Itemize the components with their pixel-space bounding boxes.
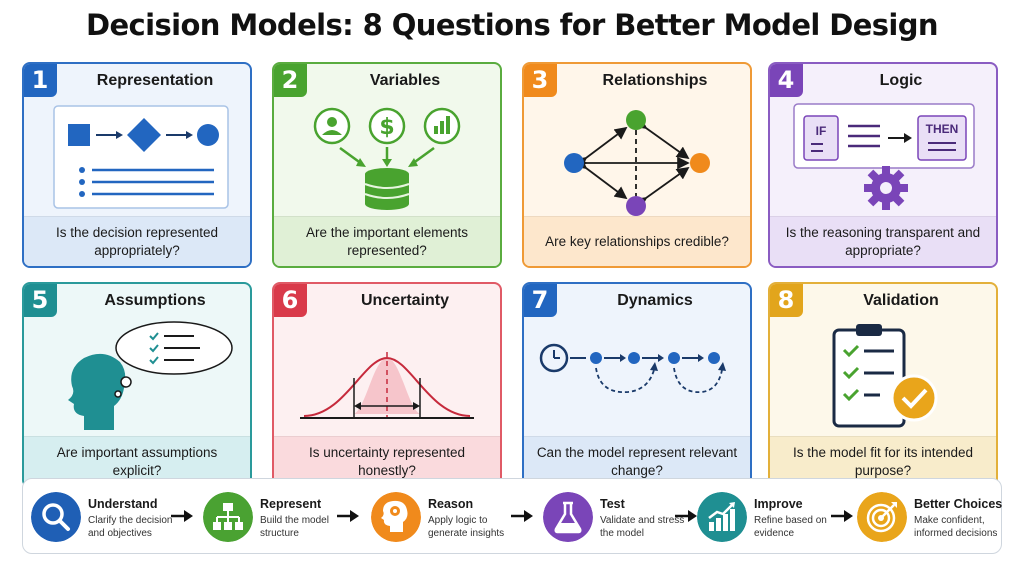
flow-step-title: Improve: [754, 497, 803, 511]
card-question: Are the important elements represented?: [274, 216, 500, 266]
card-question: Are important assumptions explicit?: [24, 436, 250, 486]
card-number: 3: [524, 64, 557, 97]
card-number: 5: [24, 284, 57, 317]
clock-icon: [539, 343, 569, 373]
logic-rule-icon: IF THEN: [793, 103, 975, 210]
card-number: 2: [274, 64, 307, 97]
flow-step-desc: Refine based on evidence: [754, 515, 827, 539]
card-dynamics: 7 Dynamics Can the model represent relev…: [522, 282, 752, 488]
database-icon: $: [313, 107, 461, 210]
flow-step-desc: Build the model structure: [260, 515, 329, 539]
flow-step-title: Represent: [260, 497, 322, 511]
card-question: Are key relationships credible?: [524, 216, 750, 266]
flow-step-title: Test: [600, 497, 625, 511]
card-question: Is the reasoning transparent and appropr…: [770, 216, 996, 266]
card-number: 8: [770, 284, 803, 317]
card-uncertainty: 6 Uncertainty Is uncertainty represented…: [272, 282, 502, 488]
card-title: Uncertainty: [360, 292, 450, 309]
card-number: 1: [24, 64, 57, 97]
page-title: Decision Models: 8 Questions for Better …: [86, 8, 939, 42]
if-label: IF: [816, 124, 827, 138]
arrow-right-icon: [675, 510, 697, 522]
card-relationships: 3 Relationships Are key relationships cr…: [522, 62, 752, 268]
process-flow: Understand Clarify the decision and obje…: [22, 478, 1002, 554]
timeline-icon: [539, 343, 726, 393]
card-number: 4: [770, 64, 803, 97]
card-variables: 2 Variables $ Are the important elements…: [272, 62, 502, 268]
arrow-right-icon: [171, 510, 193, 522]
head-gear-icon: [371, 492, 421, 542]
network-icon: [564, 110, 710, 216]
flow-step-title: Better Choices: [914, 497, 1003, 511]
card-assumptions: 5 Assumptions Are important assumptions …: [22, 282, 252, 488]
card-question: Is the decision represented appropriatel…: [24, 216, 250, 266]
card-title: Variables: [369, 72, 441, 89]
card-title: Representation: [96, 72, 214, 89]
card-title: Assumptions: [104, 292, 206, 309]
gear-icon: [864, 166, 908, 210]
flow-step-desc: Validate and stress the model: [600, 515, 685, 539]
card-question: Can the model represent relevant change?: [524, 436, 750, 486]
card-number: 6: [274, 284, 307, 317]
card-validation: 8 Validation Is the model fit for its in…: [768, 282, 998, 488]
flowchart-icon: [53, 105, 229, 209]
flow-step-desc: Clarify the decision and objectives: [88, 515, 173, 539]
card-logic: 4 Logic IF THEN Is the reasoning transpa…: [768, 62, 998, 268]
growth-chart-icon: [697, 492, 747, 542]
flow-step-desc: Make confident, informed decisions: [914, 515, 998, 539]
card-title: Dynamics: [617, 292, 693, 309]
card-title: Relationships: [602, 72, 708, 89]
bell-curve-icon: [300, 352, 474, 419]
flow-step-desc: Apply logic to generate insights: [428, 515, 505, 539]
search-icon: [31, 492, 81, 542]
card-number: 7: [524, 284, 557, 317]
arrow-right-icon: [831, 510, 853, 522]
thinking-head-icon: [68, 321, 233, 430]
card-question: Is the model fit for its intended purpos…: [770, 436, 996, 486]
arrow-right-icon: [337, 510, 359, 522]
arrow-right-icon: [511, 510, 533, 522]
card-title: Validation: [863, 292, 939, 309]
hierarchy-icon: [203, 492, 253, 542]
card-question: Is uncertainty represented honestly?: [274, 436, 500, 486]
flow-step-title: Understand: [88, 497, 158, 511]
clipboard-check-icon: [832, 324, 938, 428]
flow-step-title: Reason: [428, 497, 474, 511]
target-icon: [857, 492, 907, 542]
then-label: THEN: [926, 122, 959, 136]
svg-text:$: $: [379, 115, 394, 140]
card-title: Logic: [879, 72, 923, 89]
card-representation: 1 Representation Is the decision represe…: [22, 62, 252, 268]
flask-icon: [543, 492, 593, 542]
